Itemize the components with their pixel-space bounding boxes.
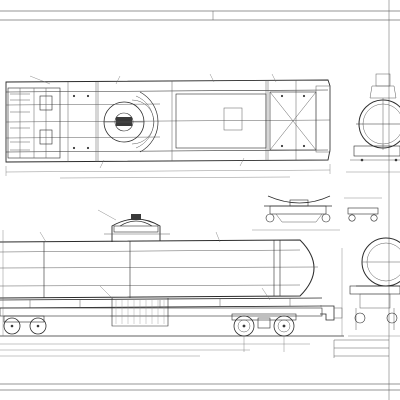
end-view-top-right <box>346 73 400 173</box>
end-view-bottom-right <box>341 237 400 337</box>
truck-section-view <box>252 195 382 231</box>
truck-left <box>3 315 47 335</box>
side-elevation-view <box>0 209 344 357</box>
top-plan-view <box>5 73 331 179</box>
truck-right <box>231 313 297 337</box>
title-block <box>333 339 389 358</box>
